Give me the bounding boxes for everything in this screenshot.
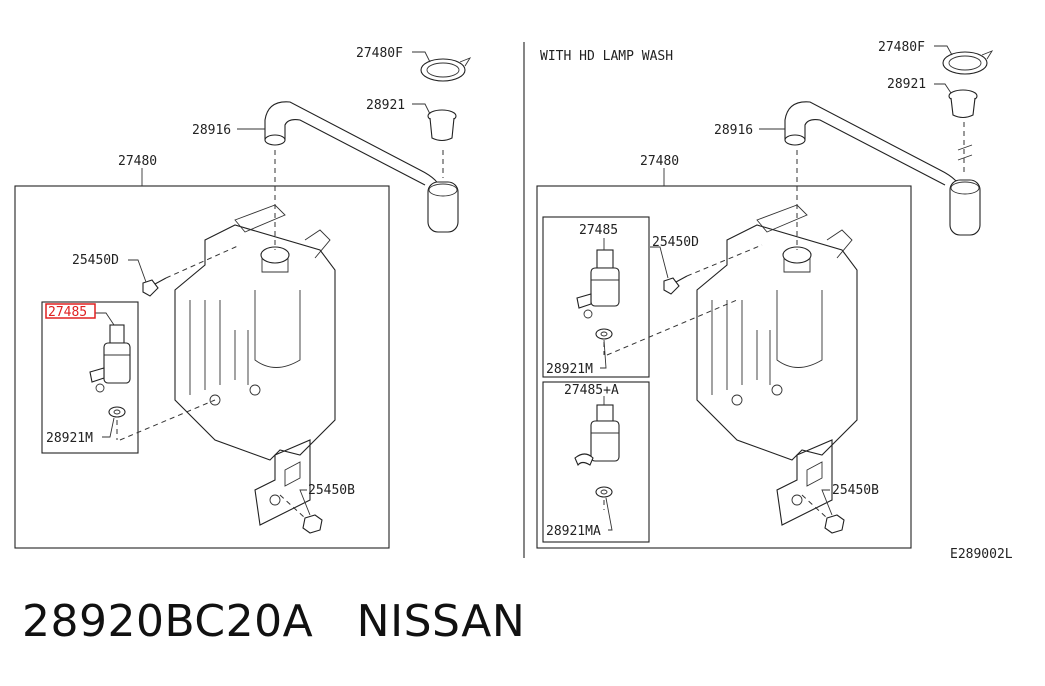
washer-pump-icon	[89, 324, 131, 393]
label-right-27480F: 27480F	[878, 40, 925, 55]
filler-cap-icon	[420, 57, 472, 82]
filler-cap-icon	[942, 50, 994, 75]
label-right-27485A: 27485+A	[564, 383, 619, 398]
label-right-28921: 28921	[887, 77, 926, 92]
label-left-27480F: 27480F	[356, 46, 403, 61]
left-tank-frame	[14, 185, 390, 549]
right-nut-assembly-line	[801, 494, 828, 519]
left-nut-leader	[299, 489, 311, 516]
filler-seal-icon	[948, 89, 978, 119]
right-bolt-leader	[650, 246, 669, 279]
right-tank-frame	[536, 185, 912, 549]
label-left-27480: 27480	[118, 154, 157, 169]
left-seal-leader	[412, 103, 431, 115]
left-cap-leader	[412, 51, 431, 63]
label-right-25450B: 25450B	[832, 483, 879, 498]
right-nut-leader	[821, 489, 833, 516]
washer-tank-icon	[174, 204, 336, 461]
tank-bracket-icon	[254, 439, 311, 526]
left-nut-assembly-line	[279, 494, 306, 519]
label-left-28921M: 28921M	[46, 431, 93, 446]
right-pump-2-seal-leader	[605, 497, 613, 531]
pump-seal-icon	[108, 406, 126, 418]
right-pump-frame-1	[542, 216, 650, 378]
tank-bracket-icon	[776, 439, 833, 526]
label-right-28916: 28916	[714, 123, 753, 138]
washer-pump-icon	[576, 249, 620, 319]
label-right-28921MA: 28921MA	[546, 524, 601, 539]
right-pump-seal-leader	[600, 339, 607, 369]
right-seal-leader	[934, 83, 952, 94]
label-left-28921: 28921	[366, 98, 405, 113]
part-caption: 28920BC20A NISSAN	[22, 596, 525, 647]
right-cap-leader	[934, 45, 953, 56]
label-right-25450D: 25450D	[652, 235, 699, 250]
right-panel: WITH HD LAMP WASH	[536, 40, 994, 549]
washer-pump-2-icon	[574, 404, 620, 467]
left-pump-leader	[95, 312, 115, 326]
right-pump-frame-2	[542, 381, 650, 543]
brand-name: NISSAN	[356, 596, 526, 647]
label-left-28916: 28916	[192, 123, 231, 138]
filler-hose-icon	[264, 101, 459, 233]
left-pump-seal-leader	[102, 417, 115, 438]
part-number: 28920BC20A	[22, 596, 314, 647]
filler-seal-icon	[427, 109, 457, 142]
pump-2-seal-icon	[595, 486, 613, 498]
label-left-25450D: 25450D	[72, 253, 119, 268]
right-pump-to-tank-line	[606, 299, 738, 356]
left-pump-to-tank-line	[119, 399, 216, 441]
label-right-27480: 27480	[640, 154, 679, 169]
bracket-nut-icon	[302, 514, 323, 534]
left-bolt-leader	[128, 259, 147, 283]
label-left-27485-highlighted: 27485	[48, 305, 87, 320]
mounting-bolt-icon	[142, 244, 241, 297]
label-right-28921M: 28921M	[546, 362, 593, 377]
right-panel-title: WITH HD LAMP WASH	[540, 49, 673, 64]
filler-hose-icon	[784, 101, 981, 236]
left-panel: 27480F 28921 28916 27480 25450D 27485 28…	[14, 46, 472, 549]
highlight-box	[45, 303, 96, 319]
washer-tank-icon	[696, 204, 858, 461]
label-left-25450B: 25450B	[308, 483, 355, 498]
diagram-code: E289002L	[950, 547, 1013, 562]
pump-seal-icon	[595, 328, 613, 340]
mounting-bolt-icon	[663, 244, 763, 295]
left-pump-frame	[41, 301, 139, 454]
bracket-nut-icon	[824, 514, 845, 534]
label-right-27485: 27485	[579, 223, 618, 238]
